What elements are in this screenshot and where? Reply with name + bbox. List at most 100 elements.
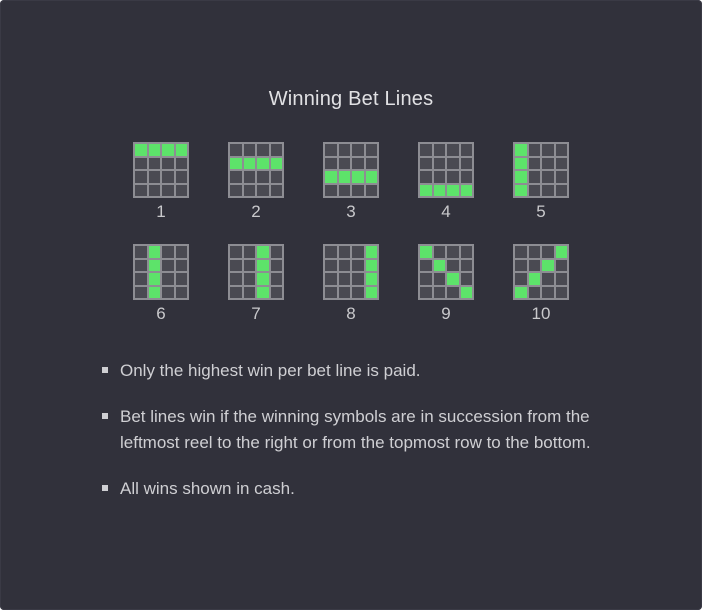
pattern-cell xyxy=(338,144,350,156)
pattern-cell xyxy=(542,184,554,196)
pattern-cell xyxy=(528,157,540,169)
pattern-cell xyxy=(325,259,337,271)
pattern-cell-active xyxy=(148,286,160,298)
pattern-cell xyxy=(460,144,472,156)
pattern-cell xyxy=(230,184,242,196)
pattern-cell xyxy=(135,246,147,258)
pattern-cell xyxy=(555,184,567,196)
pattern-cell xyxy=(148,171,160,183)
pattern-cell xyxy=(447,286,459,298)
pattern-cell xyxy=(433,157,445,169)
pattern-cell-active xyxy=(257,273,269,285)
pattern-cell xyxy=(528,259,540,271)
pattern-cell xyxy=(515,259,527,271)
pattern-cell xyxy=(555,259,567,271)
bet-line-10: 10 xyxy=(492,244,572,334)
pattern-cell xyxy=(162,273,174,285)
pattern-cell xyxy=(243,273,255,285)
pattern-cell xyxy=(447,259,459,271)
pattern-cell xyxy=(135,286,147,298)
pattern-cell xyxy=(420,157,432,169)
pattern-cell-active xyxy=(515,157,527,169)
pattern-cell xyxy=(243,286,255,298)
bet-line-2: 2 xyxy=(207,142,287,232)
pattern-cell xyxy=(433,246,445,258)
pattern-cell-active xyxy=(420,184,432,196)
pattern-cell xyxy=(542,171,554,183)
pattern-cell xyxy=(162,171,174,183)
pattern-cell xyxy=(555,157,567,169)
pattern-cell xyxy=(420,171,432,183)
bet-line-pattern xyxy=(513,142,569,198)
bet-line-number: 5 xyxy=(536,202,546,221)
pattern-cell xyxy=(243,144,255,156)
pattern-cell xyxy=(270,286,282,298)
pattern-cell xyxy=(135,273,147,285)
pattern-cell-active xyxy=(135,144,147,156)
bet-line-pattern xyxy=(323,142,379,198)
pattern-cell-active xyxy=(447,273,459,285)
pattern-cell xyxy=(243,184,255,196)
pattern-cell xyxy=(257,184,269,196)
pattern-cell xyxy=(270,184,282,196)
pattern-cell-active xyxy=(148,246,160,258)
pattern-cell xyxy=(515,273,527,285)
pattern-cell xyxy=(135,171,147,183)
pattern-cell-active xyxy=(515,171,527,183)
pattern-cell xyxy=(420,144,432,156)
pattern-cell xyxy=(433,171,445,183)
pattern-cell xyxy=(162,184,174,196)
rule-item: Bet lines win if the winning symbols are… xyxy=(100,404,600,456)
pattern-cell-active xyxy=(515,144,527,156)
pattern-cell xyxy=(148,157,160,169)
rule-text: Bet lines win if the winning symbols are… xyxy=(120,407,591,452)
rule-item: All wins shown in cash. xyxy=(100,476,600,502)
pattern-cell-active xyxy=(515,286,527,298)
pattern-cell xyxy=(243,259,255,271)
pattern-cell xyxy=(515,246,527,258)
pattern-cell xyxy=(447,246,459,258)
pattern-cell-active xyxy=(365,259,377,271)
pattern-cell xyxy=(325,144,337,156)
pattern-cell xyxy=(542,144,554,156)
pattern-cell xyxy=(135,259,147,271)
pattern-cell xyxy=(257,144,269,156)
pattern-cell xyxy=(352,246,364,258)
pattern-cell-active xyxy=(365,286,377,298)
bet-line-pattern xyxy=(418,244,474,300)
rule-text: All wins shown in cash. xyxy=(120,479,295,498)
pattern-cell xyxy=(148,184,160,196)
pattern-cell-active xyxy=(460,184,472,196)
pattern-cell xyxy=(555,171,567,183)
pattern-cell xyxy=(230,144,242,156)
pattern-cell xyxy=(542,273,554,285)
pattern-cell xyxy=(270,246,282,258)
pattern-cell-active xyxy=(365,171,377,183)
pattern-cell xyxy=(420,273,432,285)
pattern-cell xyxy=(528,184,540,196)
bet-line-number: 3 xyxy=(346,202,356,221)
pattern-cell xyxy=(135,157,147,169)
pattern-cell-active xyxy=(257,157,269,169)
pattern-cell-active xyxy=(148,273,160,285)
pattern-cell xyxy=(175,184,187,196)
pattern-cell-active xyxy=(365,246,377,258)
pattern-cell xyxy=(325,286,337,298)
pattern-cell xyxy=(433,273,445,285)
pattern-cell xyxy=(447,157,459,169)
pattern-cell xyxy=(230,273,242,285)
pattern-cell xyxy=(542,246,554,258)
pattern-cell xyxy=(257,171,269,183)
bet-line-pattern xyxy=(418,142,474,198)
pattern-cell xyxy=(270,171,282,183)
pattern-cell xyxy=(243,246,255,258)
rule-item: Only the highest win per bet line is pai… xyxy=(100,358,600,384)
pattern-cell xyxy=(175,157,187,169)
pattern-cell-active xyxy=(162,144,174,156)
pattern-cell-active xyxy=(460,286,472,298)
pattern-cell-active xyxy=(338,171,350,183)
bet-line-number: 1 xyxy=(156,202,166,221)
pattern-cell xyxy=(338,246,350,258)
bet-line-number: 9 xyxy=(441,304,451,323)
pattern-cell-active xyxy=(230,157,242,169)
